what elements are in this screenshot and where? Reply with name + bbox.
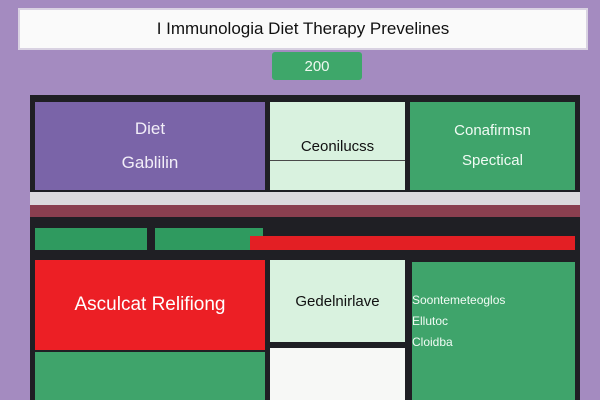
year-text: 200	[304, 57, 330, 75]
year-badge: 200	[272, 52, 362, 80]
page-title: I Immunologia Diet Therapy Prevelines	[18, 8, 588, 50]
diet-guidelines-line2: Gablilin	[121, 153, 179, 172]
assessment-cell[interactable]: Asculcat Relifiong	[35, 260, 265, 350]
specific-details-cell[interactable]: Soontemeteoglos Ellutoc Cloidba	[412, 262, 575, 400]
bottom-green-cell	[35, 352, 265, 400]
condition-specific-cell[interactable]: Conafirmsn Spectical	[410, 102, 575, 190]
conditions-label: Ceonilucss	[300, 137, 375, 155]
assessment-label: Asculcat Relifiong	[74, 294, 226, 315]
guidelines-label: Gedelnirlave	[295, 292, 380, 310]
diet-guidelines-line1: Diet	[134, 119, 166, 138]
green-bar-left	[35, 228, 147, 250]
row-divider-shadow	[30, 205, 580, 217]
diet-guidelines-cell[interactable]: Diet Gablilin	[35, 102, 265, 190]
guidelines-cell[interactable]: Gedelnirlave	[270, 260, 405, 342]
specific-details-line3: Cloidba	[412, 335, 453, 349]
condition-specific-line1: Conafirmsn	[454, 122, 531, 139]
specific-details-line2: Ellutoc	[412, 314, 449, 328]
condition-specific-line2: Spectical	[462, 152, 523, 169]
specific-details-line1: Soontemeteoglos	[412, 293, 506, 307]
page-title-text: I Immunologia Diet Therapy Prevelines	[156, 19, 450, 38]
green-bar-middle	[155, 228, 263, 250]
red-bar	[250, 236, 575, 250]
bottom-white-cell	[270, 348, 405, 400]
conditions-cell[interactable]: Ceonilucss	[270, 102, 405, 190]
